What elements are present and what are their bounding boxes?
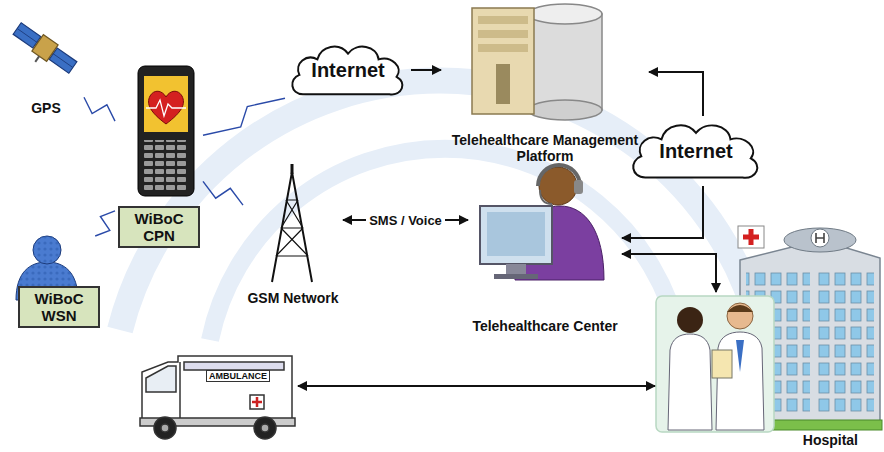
- arrow-connector: [622, 186, 703, 238]
- connector-label: SMS / Voice: [366, 213, 445, 228]
- server-icon: [472, 4, 602, 120]
- device-tag: WiBoC CPN: [118, 206, 200, 249]
- wireless-link: [95, 211, 115, 236]
- node-label: Telehealthcare Management Platform: [441, 132, 649, 164]
- node-label: Hospital: [803, 432, 858, 448]
- telehealthcare-center: Telehealthcare Center: [468, 164, 622, 334]
- arrow-connector: [298, 385, 655, 387]
- device-tag: WiBoC WSN: [18, 286, 100, 329]
- wiboc-wsn-sensor: WiBoC WSN: [8, 236, 110, 328]
- internet-cloud: Internet: [285, 38, 411, 102]
- node-label: AMBULANCE: [206, 370, 270, 382]
- doctors-icon: [656, 296, 774, 432]
- gsm-tower-icon: [272, 164, 312, 282]
- internet-cloud: Internet: [625, 116, 767, 186]
- gsm-network: GSM Network: [243, 164, 343, 306]
- wiboc-cpn-phone: WiBoC CPN: [115, 62, 203, 248]
- management-platform: Telehealthcare Management Platform: [441, 4, 649, 164]
- node-label: Internet: [311, 59, 384, 82]
- node-label: GSM Network: [247, 290, 338, 306]
- gps-satellite: GPS: [8, 20, 84, 116]
- node-label: Telehealthcare Center: [472, 318, 617, 334]
- hospital: Hospital: [655, 292, 880, 450]
- satellite-icon: [7, 20, 78, 81]
- arrow-connector: [622, 254, 716, 292]
- node-label: GPS: [31, 100, 61, 116]
- ambulance-icon: [140, 356, 295, 439]
- wireless-link: [203, 98, 285, 135]
- arrow-connector: [411, 69, 441, 71]
- arrow-connector: [649, 72, 703, 116]
- wireless-link: [203, 181, 243, 205]
- operator-icon: [480, 165, 604, 280]
- node-label: Internet: [659, 140, 732, 163]
- phone-icon: [138, 66, 194, 196]
- wireless-link: [84, 97, 115, 121]
- ambulance: AMBULANCE: [138, 352, 298, 442]
